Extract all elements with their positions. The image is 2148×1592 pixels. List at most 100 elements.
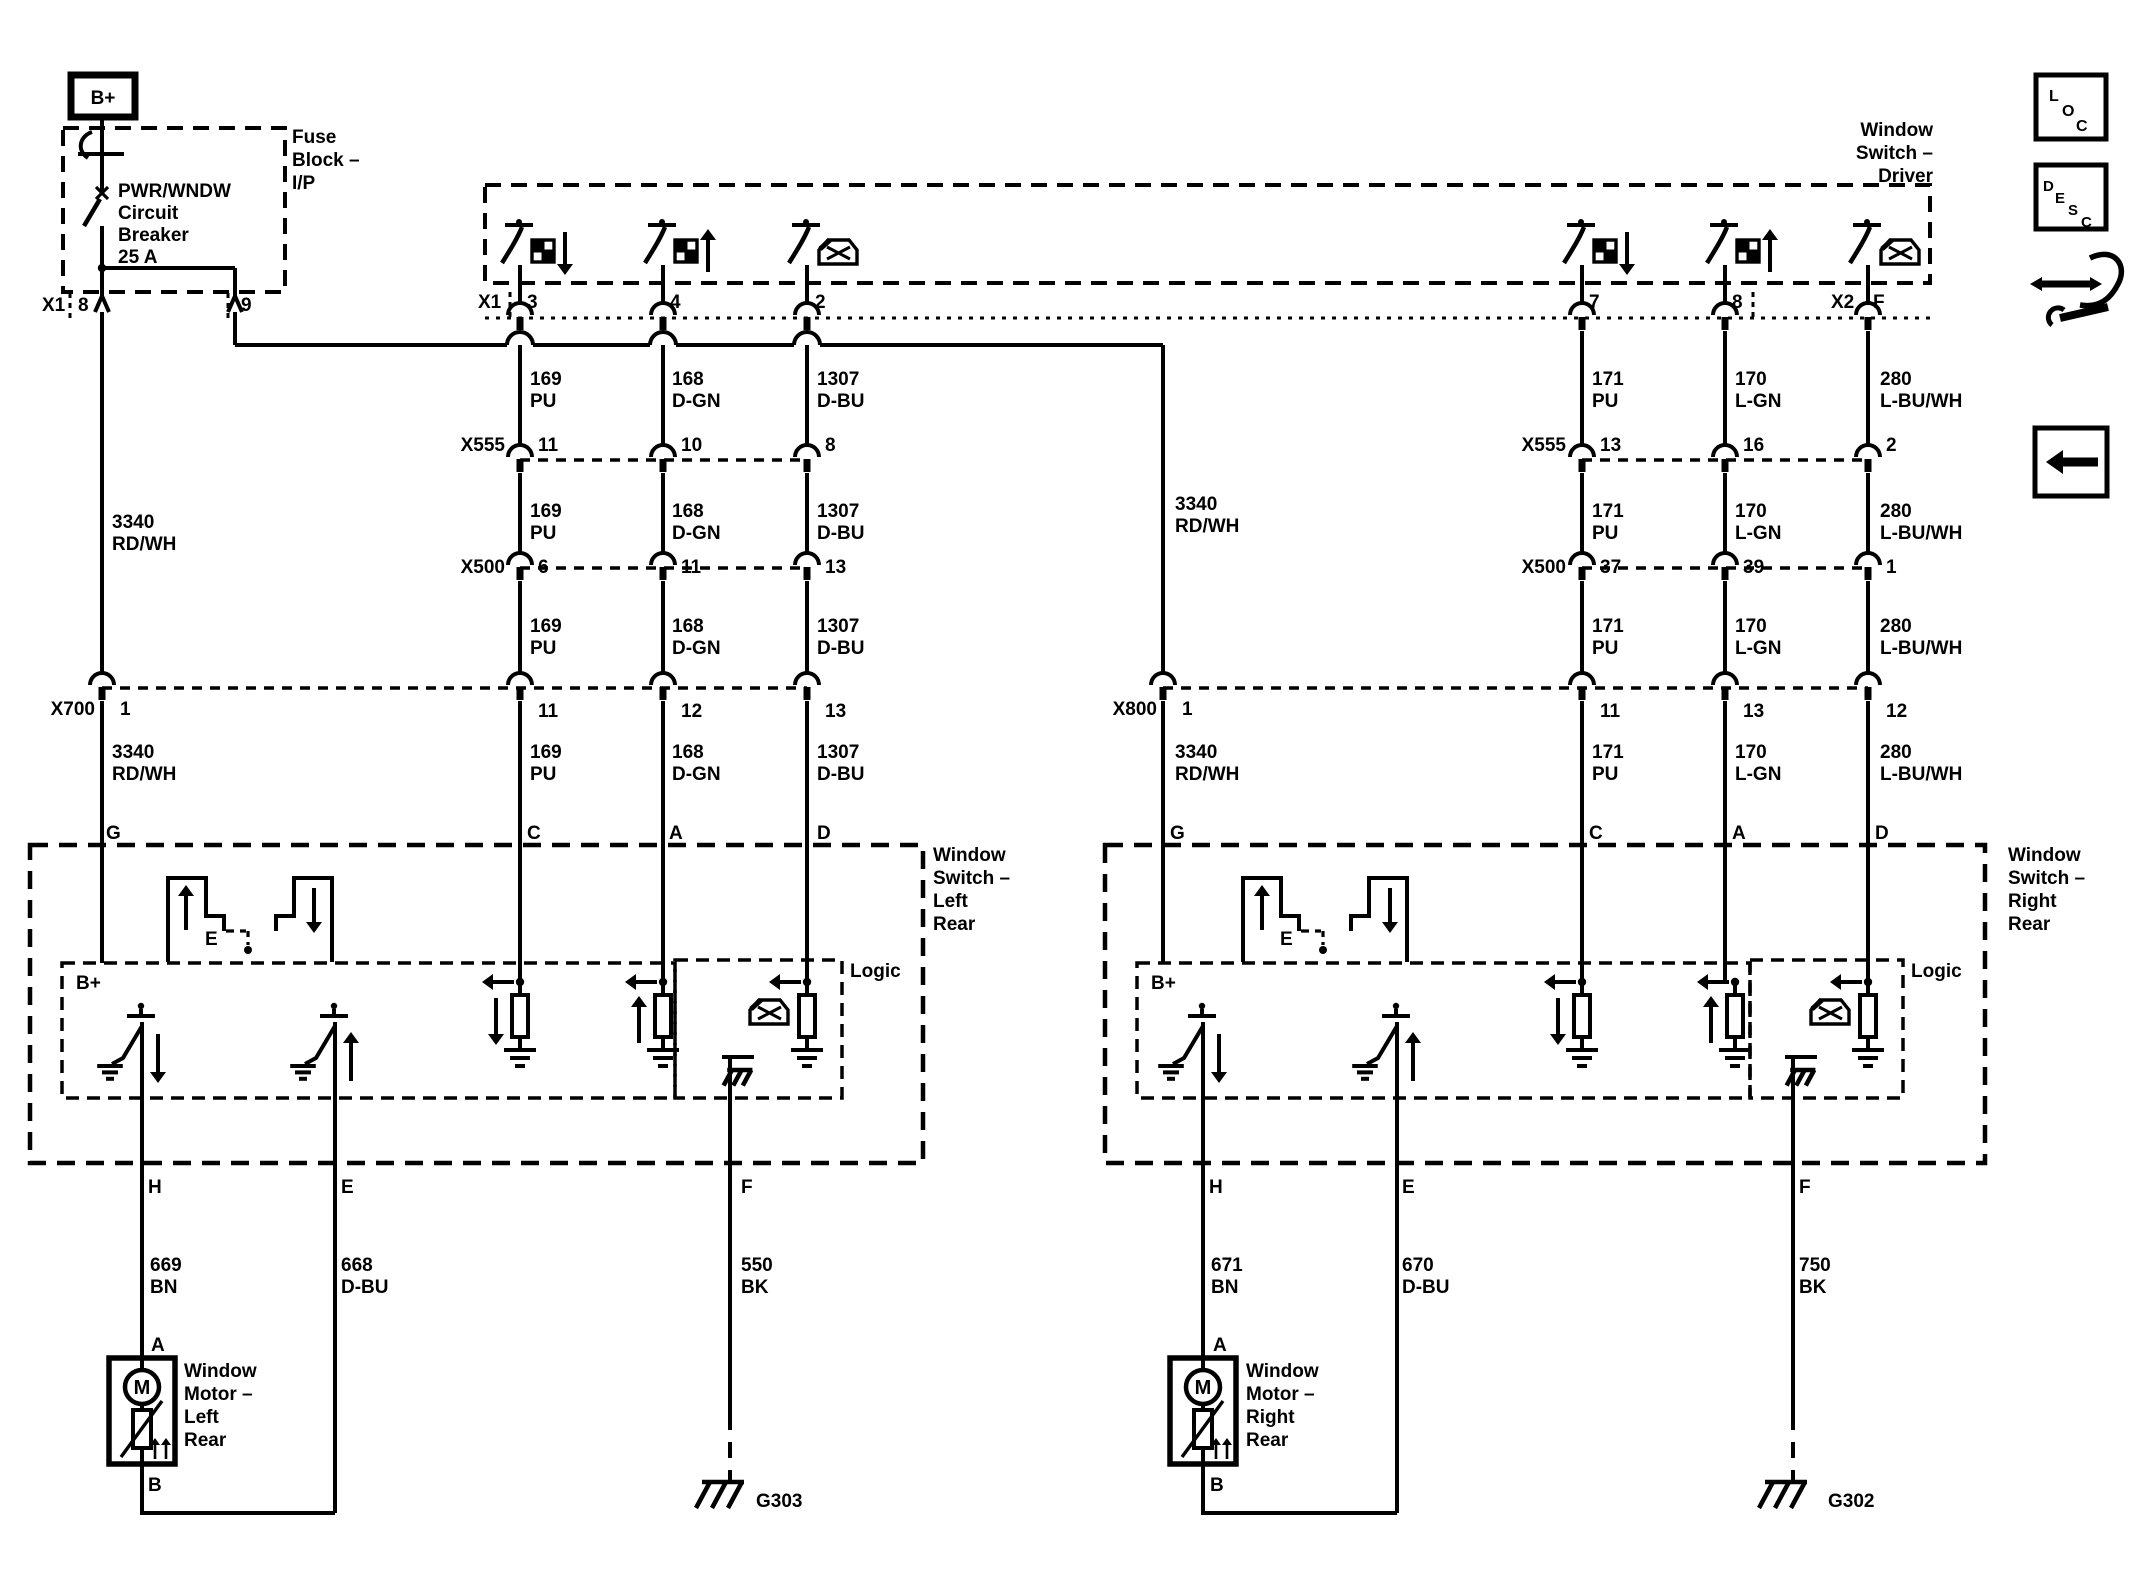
label-desc-letter-3: S (2068, 202, 2078, 219)
label-bplus-internal-left: B+ (76, 973, 101, 994)
label-x800-pin-13: 13 (1743, 701, 1764, 722)
window-switch-driver-box (483, 183, 1932, 285)
label-wire-170-4b: L-GN (1735, 764, 1781, 785)
desc-button[interactable] (2033, 162, 2109, 232)
label-wire-550b: BK (741, 1277, 769, 1298)
label-wire-3340-r2a: 3340 (1175, 742, 1217, 763)
label-x555-pin-16: 16 (1743, 435, 1764, 456)
label-loc-letter-3: C (2076, 118, 2088, 135)
symbols-layer (67, 71, 1882, 1467)
label-motor-pin-a-right: A (1213, 1335, 1227, 1356)
label-wire-171-1a: 171 (1592, 369, 1624, 390)
label-ground-g302: G302 (1828, 1491, 1874, 1512)
label-pin-e-right: E (1402, 1177, 1415, 1198)
label-wire-1307-3b: D-BU (817, 638, 865, 659)
label-driver-switch-line3: Driver (1878, 166, 1934, 187)
label-wire-170-4a: 170 (1735, 742, 1767, 763)
label-pin-h-right: H (1209, 1177, 1223, 1198)
label-x555-pin-11: 11 (538, 435, 559, 456)
label-wire-168-2b: D-GN (672, 523, 721, 544)
label-wire-168-1a: 168 (672, 369, 704, 390)
label-wire-168-3b: D-GN (672, 638, 721, 659)
label-wire-170-3b: L-GN (1735, 638, 1781, 659)
loc-button[interactable] (2033, 72, 2109, 142)
label-conn-x555-left: X555 (461, 435, 506, 456)
label-conn-x500-left: X500 (461, 557, 505, 578)
label-fuse-block-line1: Fuse (292, 127, 336, 148)
label-fuse-pin-9: 9 (241, 295, 252, 316)
label-driver-x2: X2 (1831, 292, 1854, 313)
label-pin-a-left: A (669, 823, 683, 844)
label-wire-169-1a: 169 (530, 369, 562, 390)
label-wire-280-4a: 280 (1880, 742, 1912, 763)
connector-view-button[interactable] (2030, 251, 2125, 327)
label-wire-168-4b: D-GN (672, 764, 721, 785)
label-wire-171-2b: PU (1592, 523, 1618, 544)
label-wire-280-1a: 280 (1880, 369, 1912, 390)
label-wire-671b: BN (1211, 1277, 1238, 1298)
label-desc-letter-4: C (2081, 214, 2092, 231)
label-driver-pin-4: 4 (670, 292, 681, 313)
label-logic-right: Logic (1911, 961, 1962, 982)
label-switch-right-rear-line1: Window (2008, 845, 2081, 866)
bplus-subbox-right (1135, 961, 1752, 1100)
label-fuse-pin-8: 8 (78, 295, 89, 316)
label-wire-1307-2a: 1307 (817, 501, 859, 522)
label-x555-pin-2: 2 (1886, 435, 1897, 456)
label-motor-pin-b-right: B (1210, 1475, 1224, 1496)
logic-box-right (1748, 958, 1905, 1100)
back-button[interactable] (2032, 425, 2110, 499)
label-wire-669b: BN (150, 1277, 177, 1298)
label-driver-pin-f: F (1873, 292, 1885, 313)
label-wire-280-3a: 280 (1880, 616, 1912, 637)
label-wire-168-1b: D-GN (672, 391, 721, 412)
label-wire-169-4a: 169 (530, 742, 562, 763)
label-linkage-e-left: E (205, 929, 218, 950)
label-wire-170-1a: 170 (1735, 369, 1767, 390)
label-wire-171-3b: PU (1592, 638, 1618, 659)
label-conn-x555-right: X555 (1522, 435, 1567, 456)
label-wire-170-2b: L-GN (1735, 523, 1781, 544)
label-wire-3340-l2b: RD/WH (112, 764, 176, 785)
label-bplus-terminal: B+ (91, 88, 116, 109)
window-switch-left-rear-box (27, 842, 926, 1166)
label-fuse-x1: X1 (42, 295, 66, 316)
label-motor-m-right: M (1195, 1377, 1212, 1399)
label-motor-left-line4: Rear (184, 1430, 227, 1451)
label-wire-3340-l1b: RD/WH (112, 534, 176, 555)
label-x700-pin-11: 11 (538, 701, 559, 722)
label-wire-1307-4b: D-BU (817, 764, 865, 785)
label-pin-g-right: G (1170, 823, 1185, 844)
label-wire-168-4a: 168 (672, 742, 704, 763)
label-linkage-e-right: E (1280, 929, 1293, 950)
label-wire-280-2a: 280 (1880, 501, 1912, 522)
label-motor-right-line2: Motor – (1246, 1384, 1315, 1405)
label-wire-171-4b: PU (1592, 764, 1618, 785)
label-x800-pin-12: 12 (1886, 701, 1907, 722)
label-motor-pin-b-left: B (148, 1475, 162, 1496)
label-wire-280-4b: L-BU/WH (1880, 764, 1962, 785)
label-pin-d-right: D (1875, 823, 1889, 844)
label-pin-e-left: E (341, 1177, 354, 1198)
label-loc-letter-1: L (2049, 88, 2059, 105)
label-driver-x1: X1 (478, 292, 502, 313)
label-logic-left: Logic (850, 961, 901, 982)
label-wire-169-2a: 169 (530, 501, 562, 522)
bplus-terminal-box (67, 71, 139, 121)
label-motor-left-line3: Left (184, 1407, 220, 1428)
label-breaker-line3: Breaker (118, 225, 189, 246)
label-motor-right-line3: Right (1246, 1407, 1295, 1428)
label-fuse-block-line2: Block – (292, 150, 360, 171)
label-wire-170-1b: L-GN (1735, 391, 1781, 412)
label-driver-pin-2: 2 (815, 292, 826, 313)
window-motor-right-rear (1167, 1355, 1239, 1467)
label-wire-670a: 670 (1402, 1255, 1434, 1276)
label-driver-switch-line2: Switch – (1856, 143, 1933, 164)
label-breaker-line4: 25 A (118, 247, 158, 268)
label-x500-pin-6: 6 (538, 557, 549, 578)
label-wire-3340-l2a: 3340 (112, 742, 154, 763)
label-wire-670b: D-BU (1402, 1277, 1450, 1298)
label-motor-left-line1: Window (184, 1361, 257, 1382)
